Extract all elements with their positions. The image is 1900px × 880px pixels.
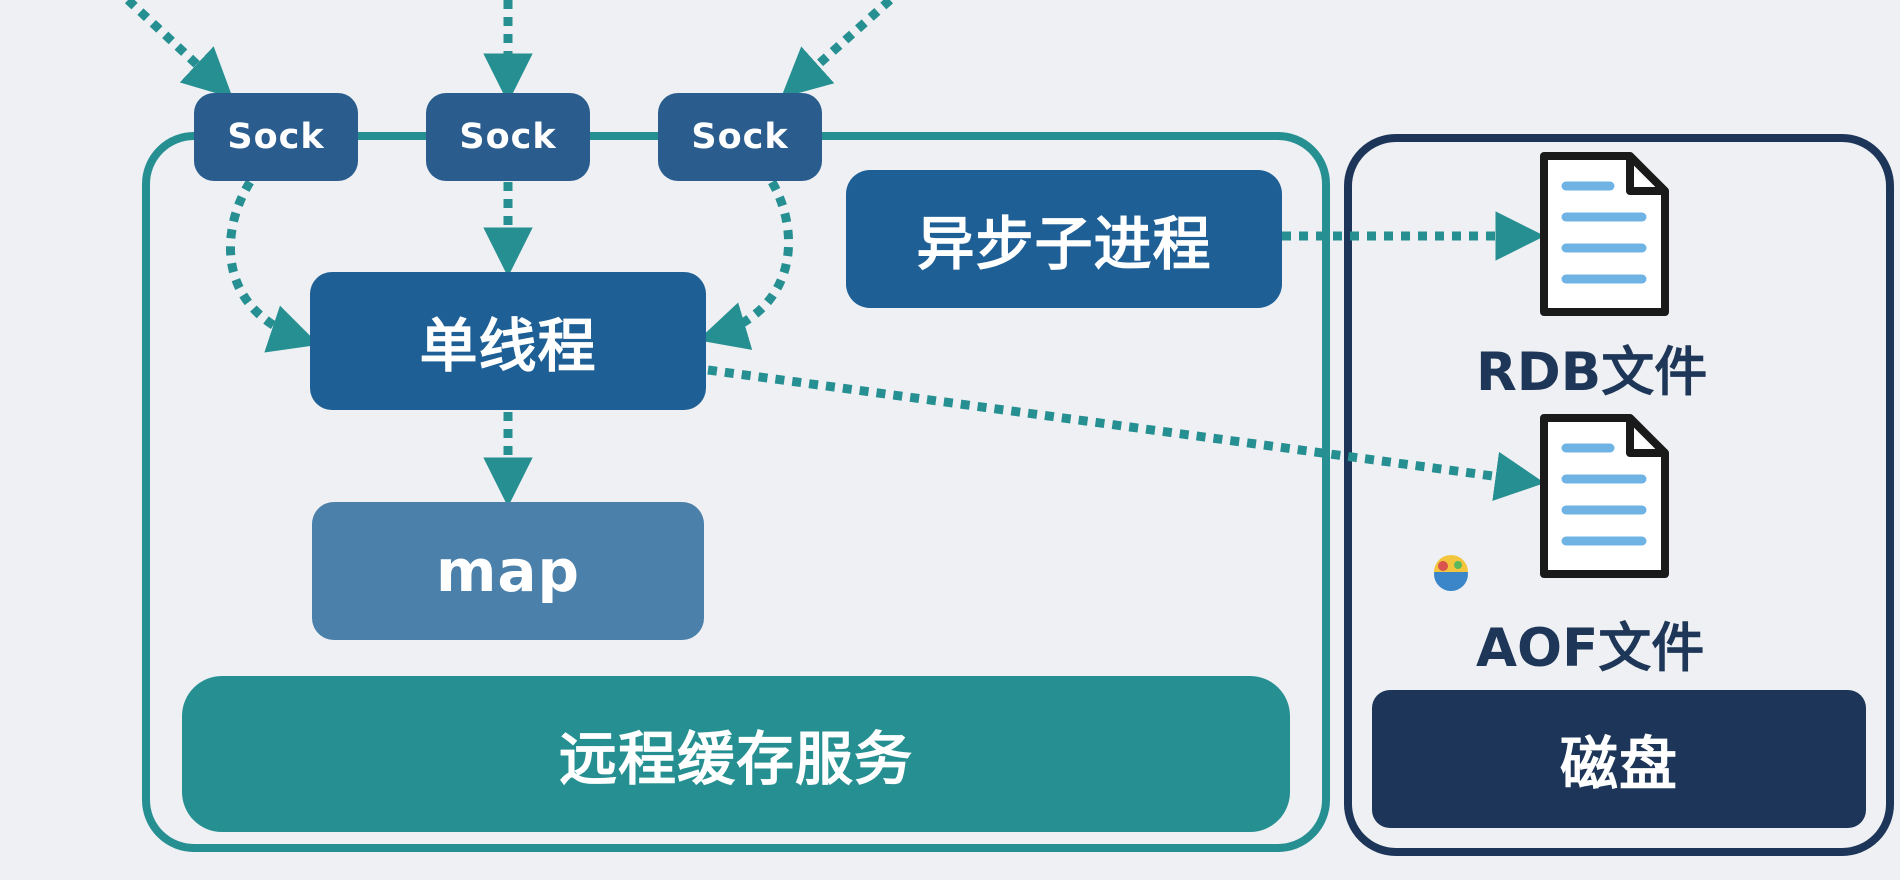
- sock1-to-thread-arrow: [225, 179, 320, 353]
- incoming-arrow-right: [780, 0, 894, 98]
- single-thread-node: 单线程: [310, 272, 706, 410]
- sock-node-2: Sock: [426, 93, 590, 181]
- async-process-node: 异步子进程: [846, 170, 1282, 308]
- aof-file-label: AOF文件: [1476, 618, 1705, 679]
- sock-node-3: Sock: [658, 93, 822, 181]
- map-node: map: [312, 502, 704, 640]
- aof-file-icon: [1540, 414, 1669, 578]
- sock3-to-thread-arrow: [697, 179, 794, 350]
- disk-container-outline: [1344, 134, 1894, 856]
- thread-to-aof-arrow: [707, 365, 1545, 501]
- disk-label: 磁盘: [1372, 690, 1866, 828]
- remote-cache-service-label: 远程缓存服务: [182, 676, 1290, 832]
- colorful-badge-icon: [1434, 555, 1468, 591]
- incoming-arrow-left: [124, 0, 233, 99]
- sock-node-1: Sock: [194, 93, 358, 181]
- rdb-file-label: RDB文件: [1476, 342, 1708, 403]
- rdb-file-icon: [1540, 152, 1669, 316]
